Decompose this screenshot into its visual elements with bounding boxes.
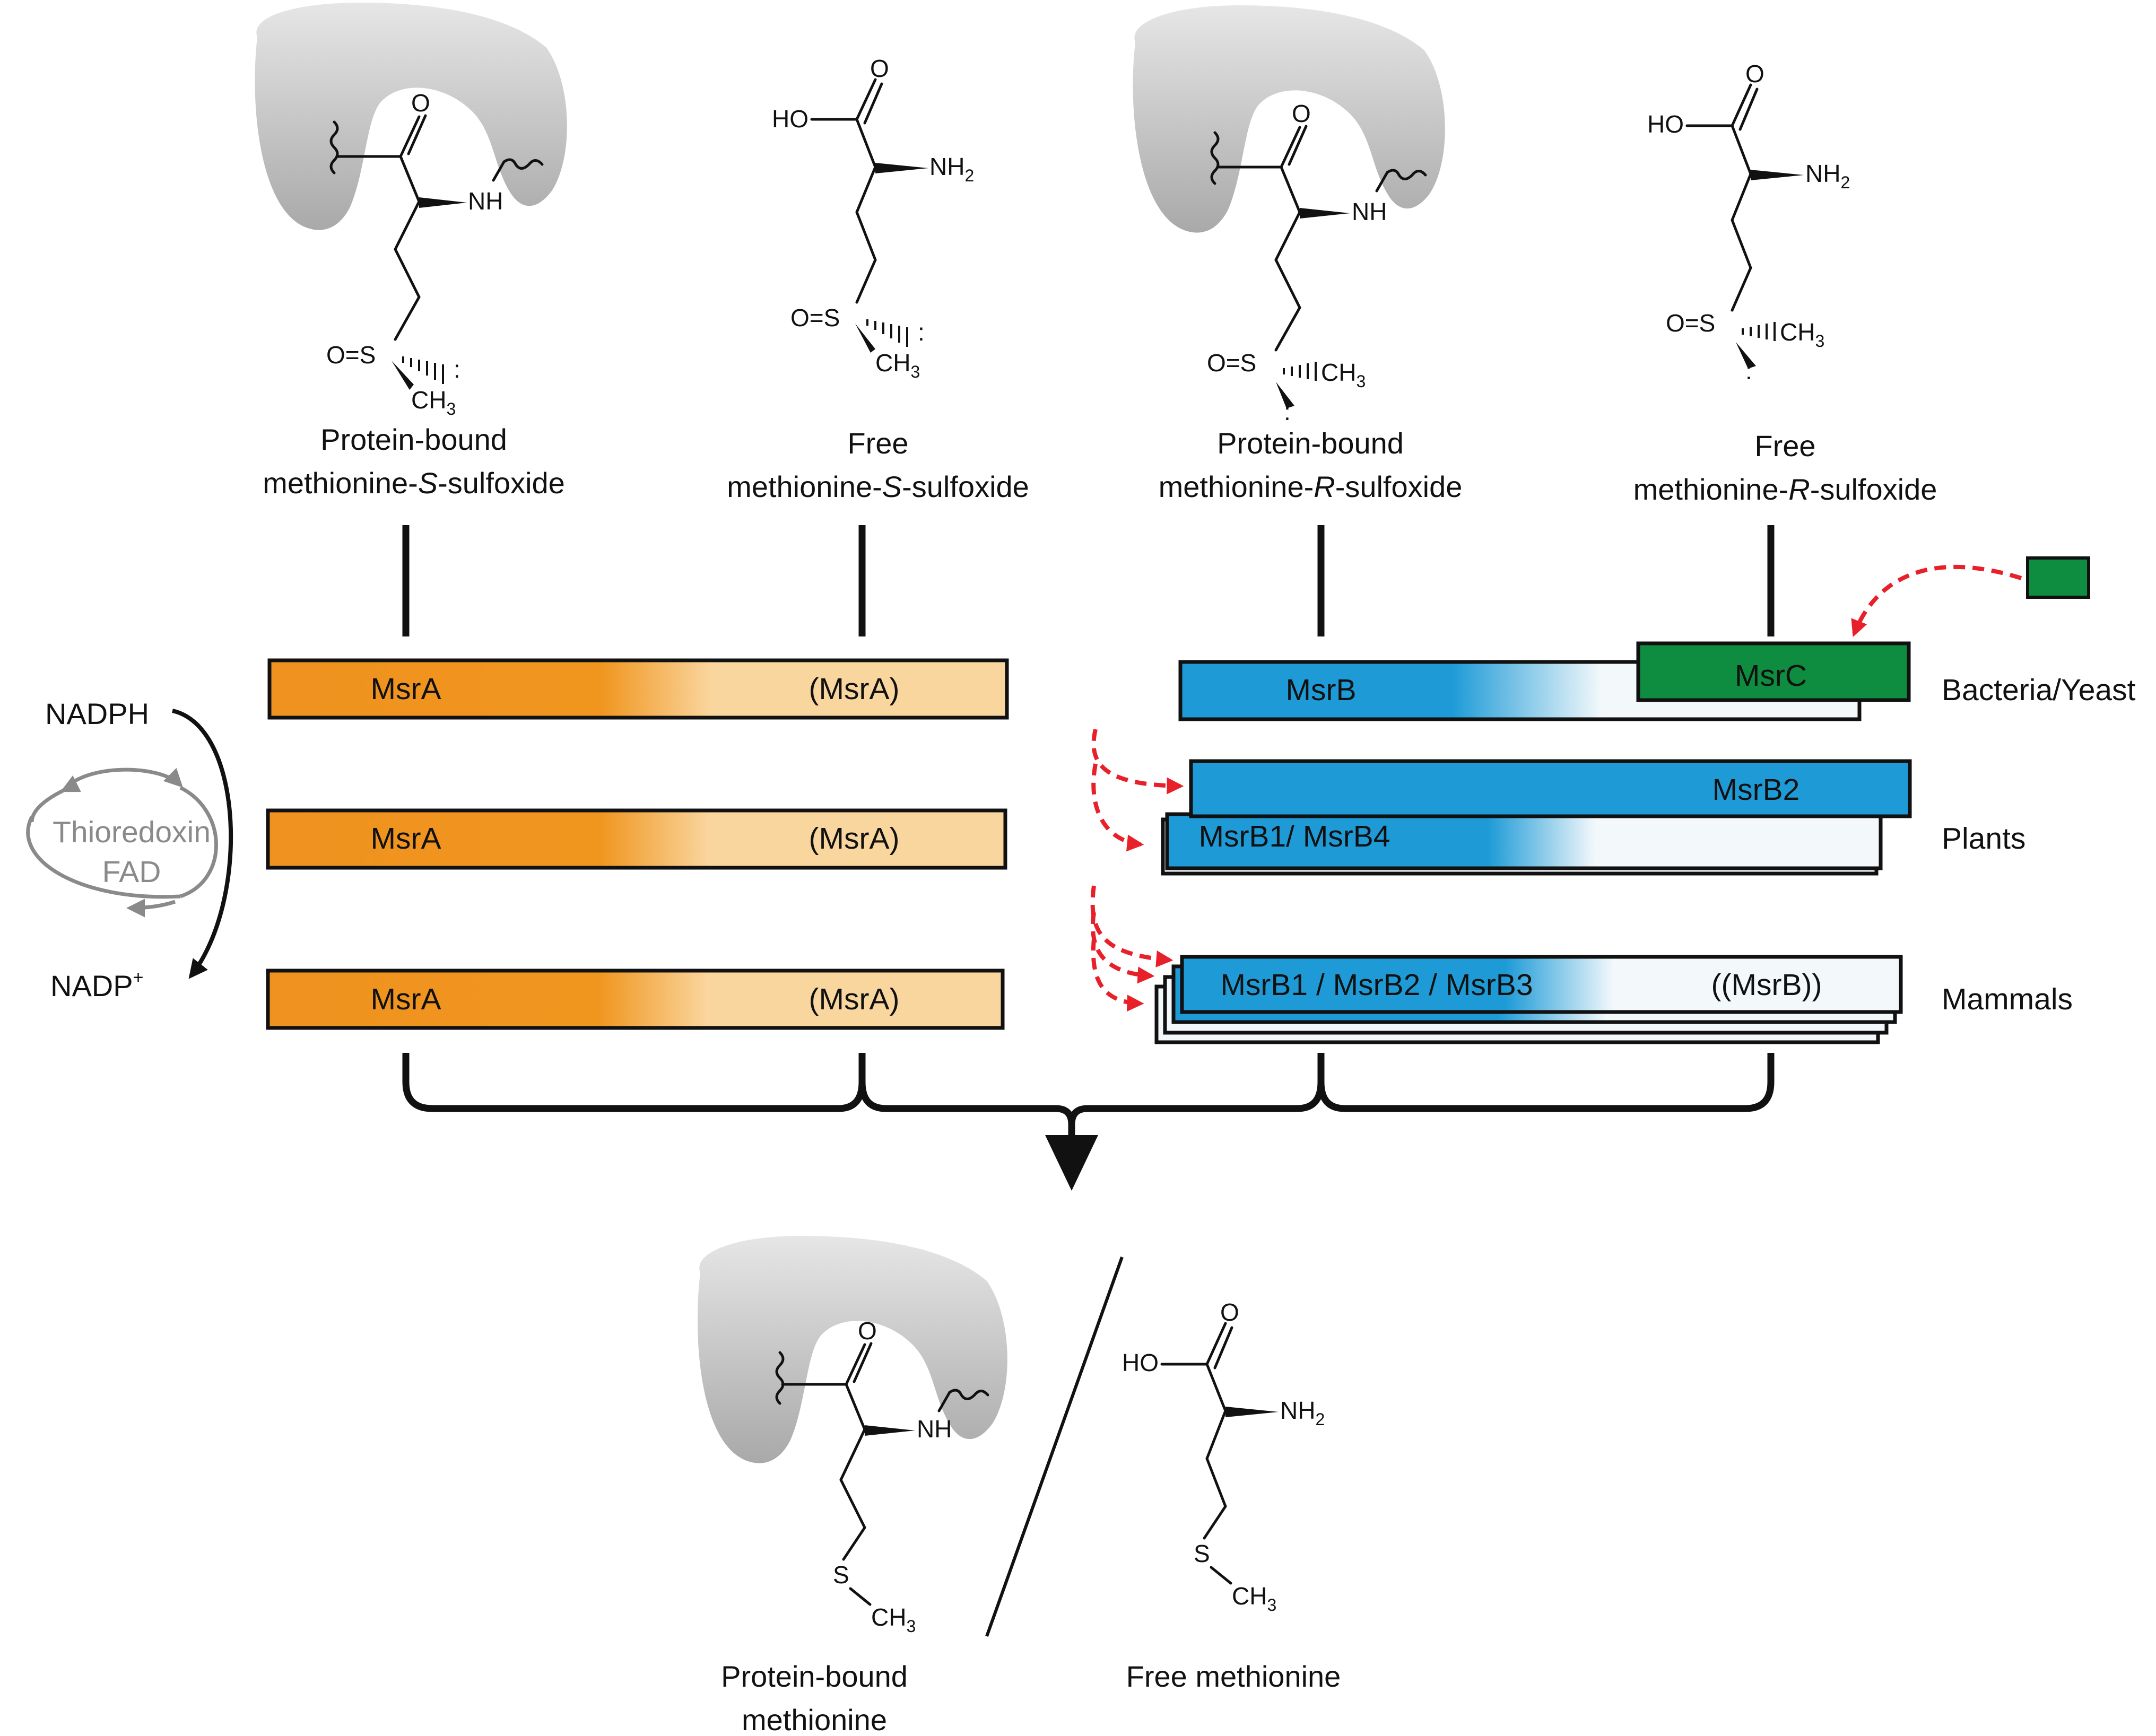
svg-text:methionine-S-sulfoxide: methionine-S-sulfoxide (727, 470, 1029, 503)
svg-text:S: S (833, 1561, 849, 1589)
substrate-label-2: Free methionine-S-sulfoxide (727, 426, 1029, 503)
protein-bound-methionine: O NH S CH3 (697, 1236, 1007, 1636)
svg-text:CH3: CH3 (1232, 1582, 1276, 1615)
svg-text:O: O (411, 89, 430, 117)
svg-text:O: O (1292, 100, 1311, 127)
organism-bacteria-yeast: Bacteria/Yeast (1942, 673, 2136, 707)
svg-text:methionine: methionine (742, 1703, 887, 1736)
protein-bound-met-r-sulfoxide: O NH O=S CH3 : (1133, 5, 1445, 425)
svg-text:O: O (1220, 1298, 1239, 1326)
fad-label: FAD (102, 855, 161, 889)
free-methionine: HO O NH2 S CH3 (1122, 1298, 1325, 1615)
svg-text:O=S: O=S (790, 304, 840, 332)
svg-text:NH: NH (1352, 198, 1387, 225)
svg-text:MsrB1/ MsrB4: MsrB1/ MsrB4 (1198, 819, 1390, 853)
svg-text:MsrA: MsrA (371, 822, 441, 856)
nadp-label: NADP+ (50, 967, 143, 1002)
svg-text:(MsrA): (MsrA) (809, 822, 900, 856)
svg-text:MsrB: MsrB (1286, 673, 1357, 707)
svg-text:(MsrA): (MsrA) (809, 982, 900, 1016)
svg-text:NH: NH (468, 187, 503, 215)
substrate-label-1: Protein-bound methionine-S-sulfoxide (263, 423, 565, 500)
svg-text:MsrB1 / MsrB2 / MsrB3: MsrB1 / MsrB2 / MsrB3 (1220, 968, 1533, 1002)
msrc-small-box (2026, 556, 2090, 599)
product-labels: Protein-bound methionine Free methionine (721, 1660, 1341, 1736)
svg-text:Protein-bound: Protein-bound (1217, 426, 1404, 460)
svg-text:O=S: O=S (326, 341, 376, 369)
msra-row-mammals: MsrA (MsrA) (266, 969, 1005, 1030)
svg-text:Protein-bound: Protein-bound (320, 423, 507, 456)
svg-text:(MsrA): (MsrA) (809, 672, 900, 706)
svg-text:O=S: O=S (1666, 309, 1715, 337)
svg-text:MsrC: MsrC (1735, 659, 1807, 693)
divider-slash (985, 1256, 1124, 1637)
substrate-connectors (402, 525, 1775, 636)
free-met-s-sulfoxide: HO O NH2 O=S : CH3 (772, 55, 974, 381)
organism-plants: Plants (1942, 822, 2025, 856)
svg-text:methionine-R-sulfoxide: methionine-R-sulfoxide (1633, 473, 1937, 506)
svg-text:MsrA: MsrA (371, 982, 441, 1016)
svg-text:Free: Free (847, 426, 908, 460)
svg-text:HO: HO (1647, 110, 1684, 138)
svg-text::: : (918, 318, 925, 346)
svg-text:CH3: CH3 (411, 386, 456, 418)
nadph-label: NADPH (45, 697, 149, 730)
svg-text:MsrA: MsrA (371, 672, 441, 706)
svg-text:NH: NH (917, 1415, 952, 1443)
svg-text:O: O (870, 55, 889, 82)
protein-blob (697, 1236, 1007, 1463)
svg-text:HO: HO (1122, 1349, 1159, 1376)
svg-text:NH2: NH2 (1280, 1397, 1325, 1429)
svg-text:S: S (1194, 1540, 1210, 1567)
msra-row-plants: MsrA (MsrA) (266, 808, 1007, 870)
svg-text::: : (1284, 398, 1291, 425)
organism-mammals: Mammals (1942, 982, 2073, 1016)
svg-text:CH3: CH3 (875, 349, 920, 381)
svg-text:CH3: CH3 (1321, 359, 1366, 391)
protein-bound-met-s-sulfoxide: O NH O=S : CH3 (255, 3, 567, 418)
convergence-bracket (402, 1053, 1775, 1191)
svg-text:Free: Free (1754, 429, 1815, 463)
svg-text:((MsrB)): ((MsrB)) (1711, 968, 1822, 1002)
cofactor-cycle: NADPH NADP+ Thioredoxin FAD (26, 697, 233, 1002)
svg-text:NH2: NH2 (929, 153, 974, 185)
free-met-r-sulfoxide: HO O NH2 O=S CH3 : (1647, 60, 1850, 385)
svg-text:Free methionine: Free methionine (1126, 1660, 1341, 1693)
svg-text:methionine-R-sulfoxide: methionine-R-sulfoxide (1159, 470, 1463, 503)
substrate-label-3: Protein-bound methionine-R-sulfoxide (1159, 426, 1463, 503)
protein-blob (1133, 5, 1445, 233)
svg-text::: : (1745, 357, 1752, 385)
svg-text::: : (454, 355, 460, 383)
msrb-row-plants: MsrB1/ MsrB4 MsrB2 (1091, 729, 1912, 876)
msrb-row-bacteria: MsrB MsrC (1178, 556, 2090, 721)
svg-text:MsrB2: MsrB2 (1712, 773, 1800, 807)
msrb-row-mammals: MsrB1 / MsrB2 / MsrB3 ((MsrB)) (1090, 885, 1903, 1044)
svg-text:methionine-S-sulfoxide: methionine-S-sulfoxide (263, 466, 565, 500)
svg-text:Protein-bound: Protein-bound (721, 1660, 908, 1693)
svg-text:O: O (1745, 60, 1764, 88)
svg-text:HO: HO (772, 105, 808, 133)
thioredoxin-label: Thioredoxin (53, 815, 211, 849)
substrate-label-4: Free methionine-R-sulfoxide (1633, 429, 1937, 506)
msra-row-bacteria: MsrA (MsrA) (267, 658, 1009, 720)
svg-text:O=S: O=S (1207, 349, 1256, 377)
svg-text:O: O (858, 1317, 877, 1345)
svg-text:NH2: NH2 (1805, 160, 1850, 192)
svg-text:CH3: CH3 (1780, 318, 1824, 351)
svg-text:CH3: CH3 (871, 1603, 916, 1636)
